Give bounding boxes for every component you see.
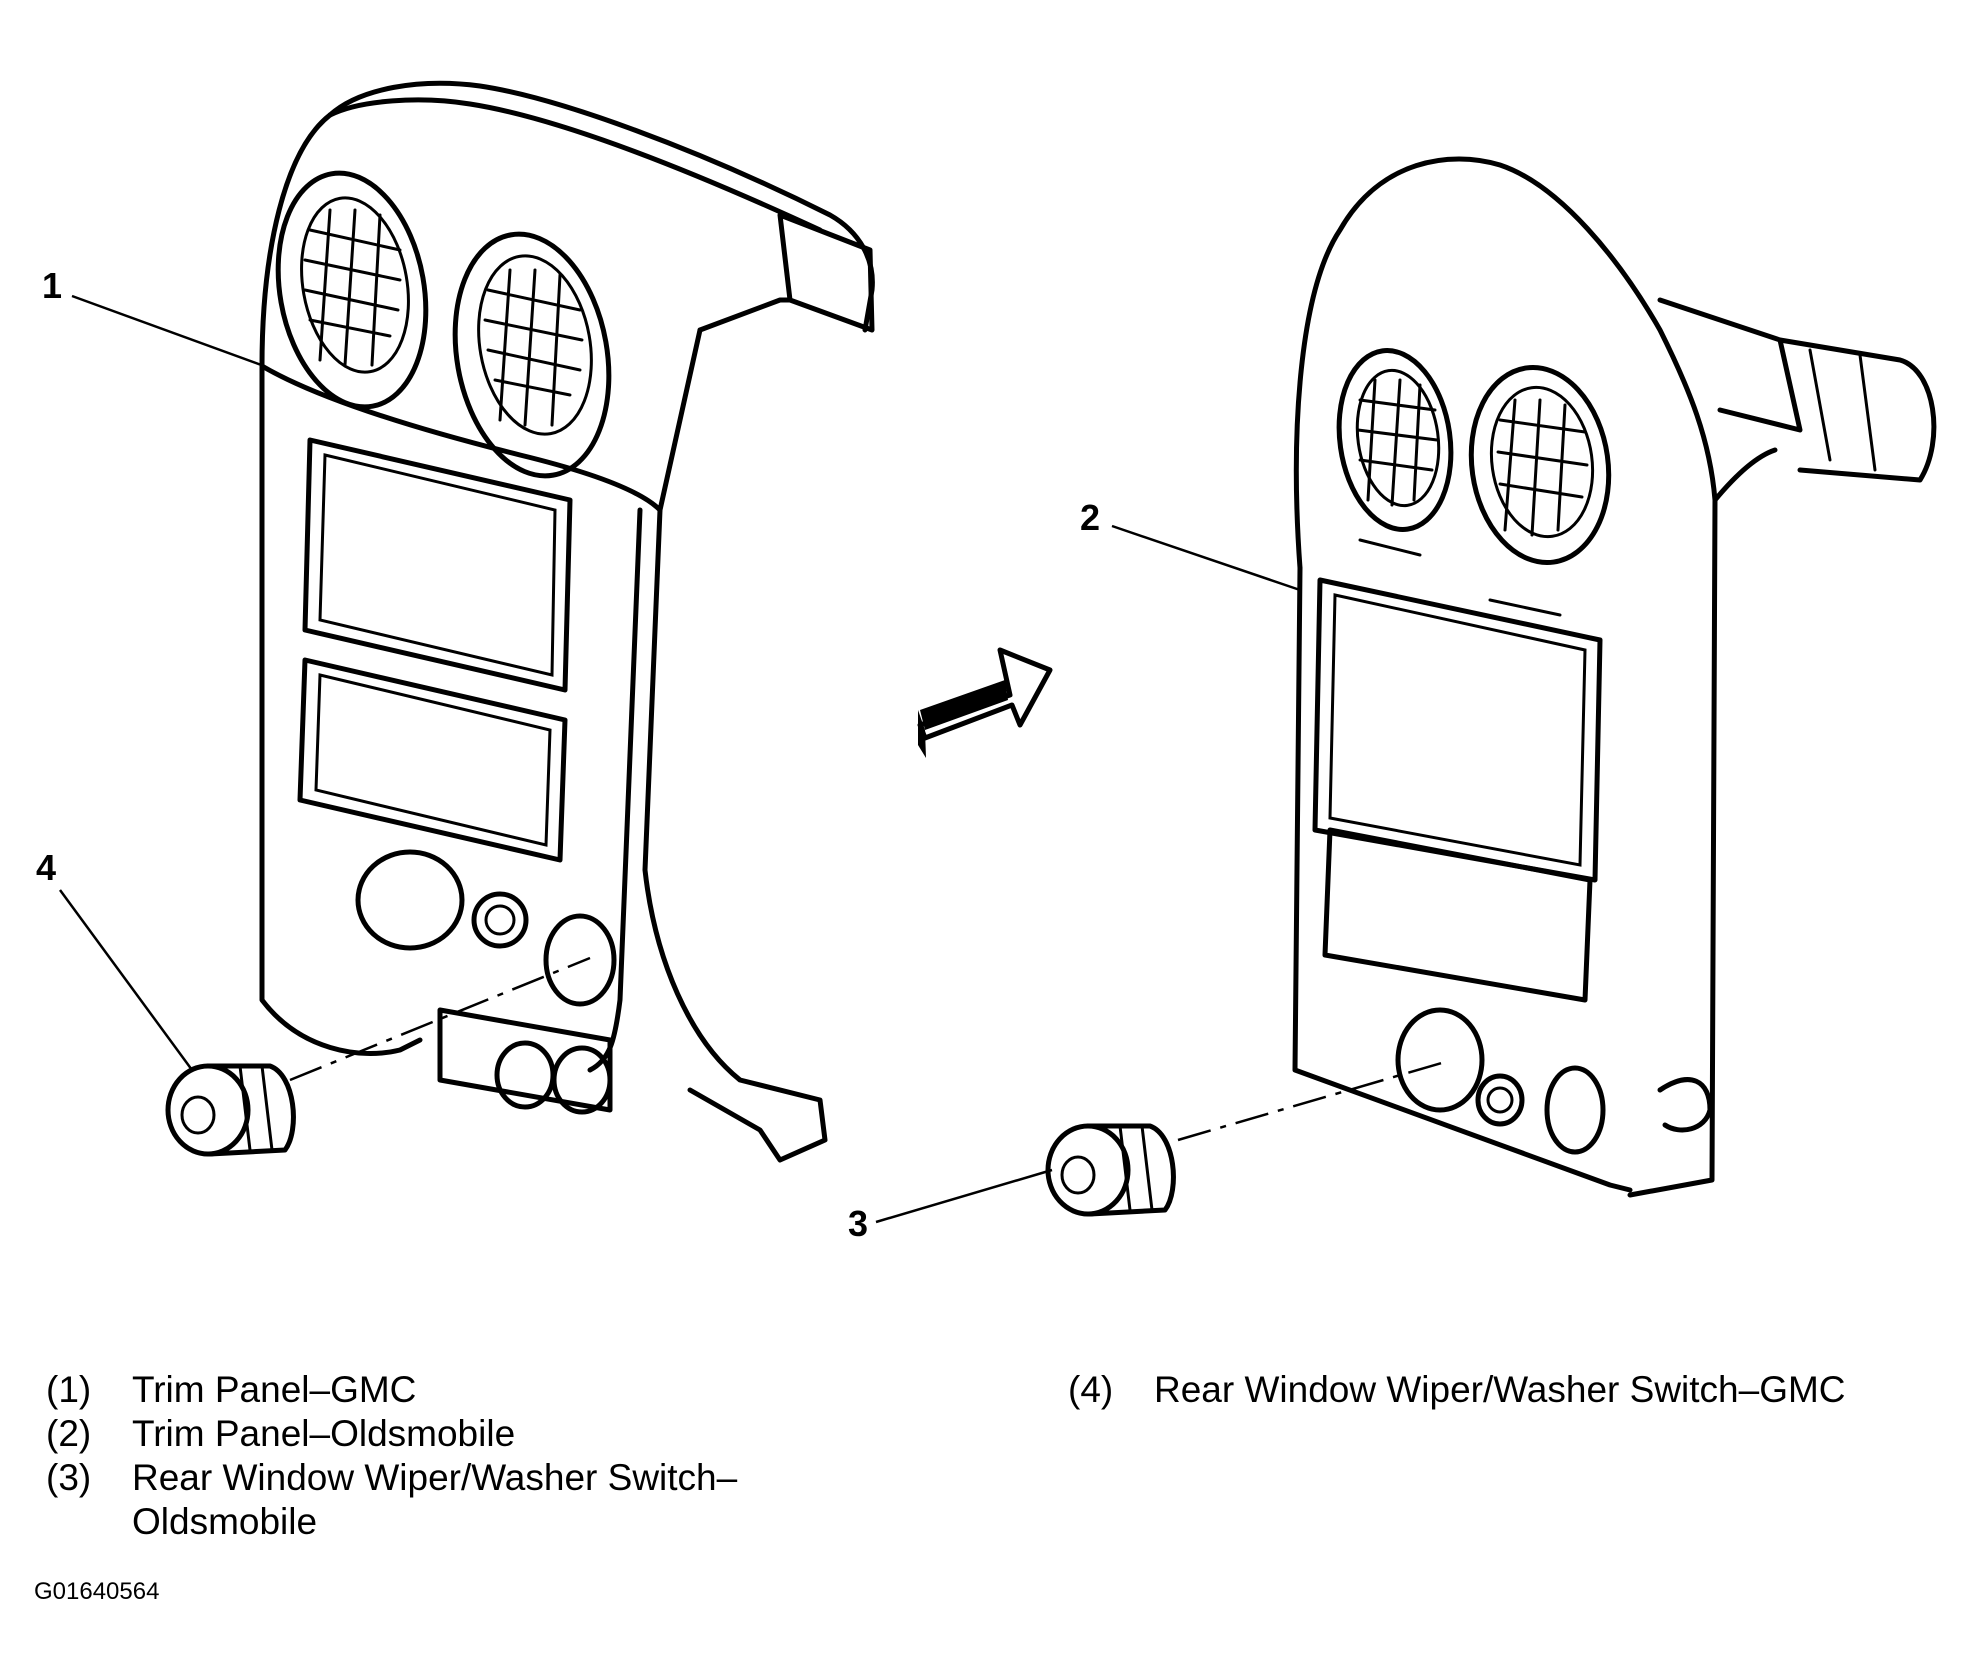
legend-item: (3) Rear Window Wiper/Washer Switch– Old…	[46, 1456, 886, 1544]
legend-number: (3)	[46, 1457, 92, 1498]
legend-left-column: (1) Trim Panel–GMC (2) Trim Panel–Oldsmo…	[46, 1368, 886, 1544]
callout-1: 1	[42, 265, 62, 306]
legend-text: Rear Window Wiper/Washer Switch–GMC	[1154, 1369, 1846, 1410]
legend-right-column: (4) Rear Window Wiper/Washer Switch–GMC	[1068, 1368, 1948, 1412]
legend-text: Trim Panel–GMC	[132, 1369, 417, 1410]
exploded-view-drawing: 1 4	[36, 80, 1937, 1244]
arrow-icon	[917, 647, 1053, 758]
trim-panel-oldsmobile-illustration	[1292, 156, 1937, 1198]
trim-panel-gmc-illustration	[259, 80, 875, 1163]
install-path-4	[289, 956, 591, 1082]
legend-number: (4)	[1068, 1369, 1114, 1410]
figure-id: G01640564	[34, 1578, 160, 1605]
legend-text: Rear Window Wiper/Washer Switch– Oldsmob…	[132, 1457, 738, 1542]
callout-2-leader	[1111, 524, 1301, 592]
legend-text: Trim Panel–Oldsmobile	[132, 1413, 516, 1454]
callout-3: 3	[848, 1203, 868, 1244]
callout-4: 4	[36, 847, 56, 888]
callout-2: 2	[1080, 497, 1100, 538]
legend-number: (1)	[46, 1369, 92, 1410]
legend-item: (1) Trim Panel–GMC	[46, 1368, 886, 1412]
legend-item: (2) Trim Panel–Oldsmobile	[46, 1412, 886, 1456]
callout-4-leader	[58, 889, 194, 1071]
switch-knob-illustration	[1045, 1123, 1176, 1217]
callout-1-leader	[71, 294, 265, 368]
callout-3-leader	[875, 1168, 1053, 1224]
switch-knob-illustration	[165, 1063, 296, 1157]
legend-item: (4) Rear Window Wiper/Washer Switch–GMC	[1068, 1368, 1948, 1412]
legend-number: (2)	[46, 1413, 92, 1454]
install-path-3	[1177, 1060, 1446, 1142]
